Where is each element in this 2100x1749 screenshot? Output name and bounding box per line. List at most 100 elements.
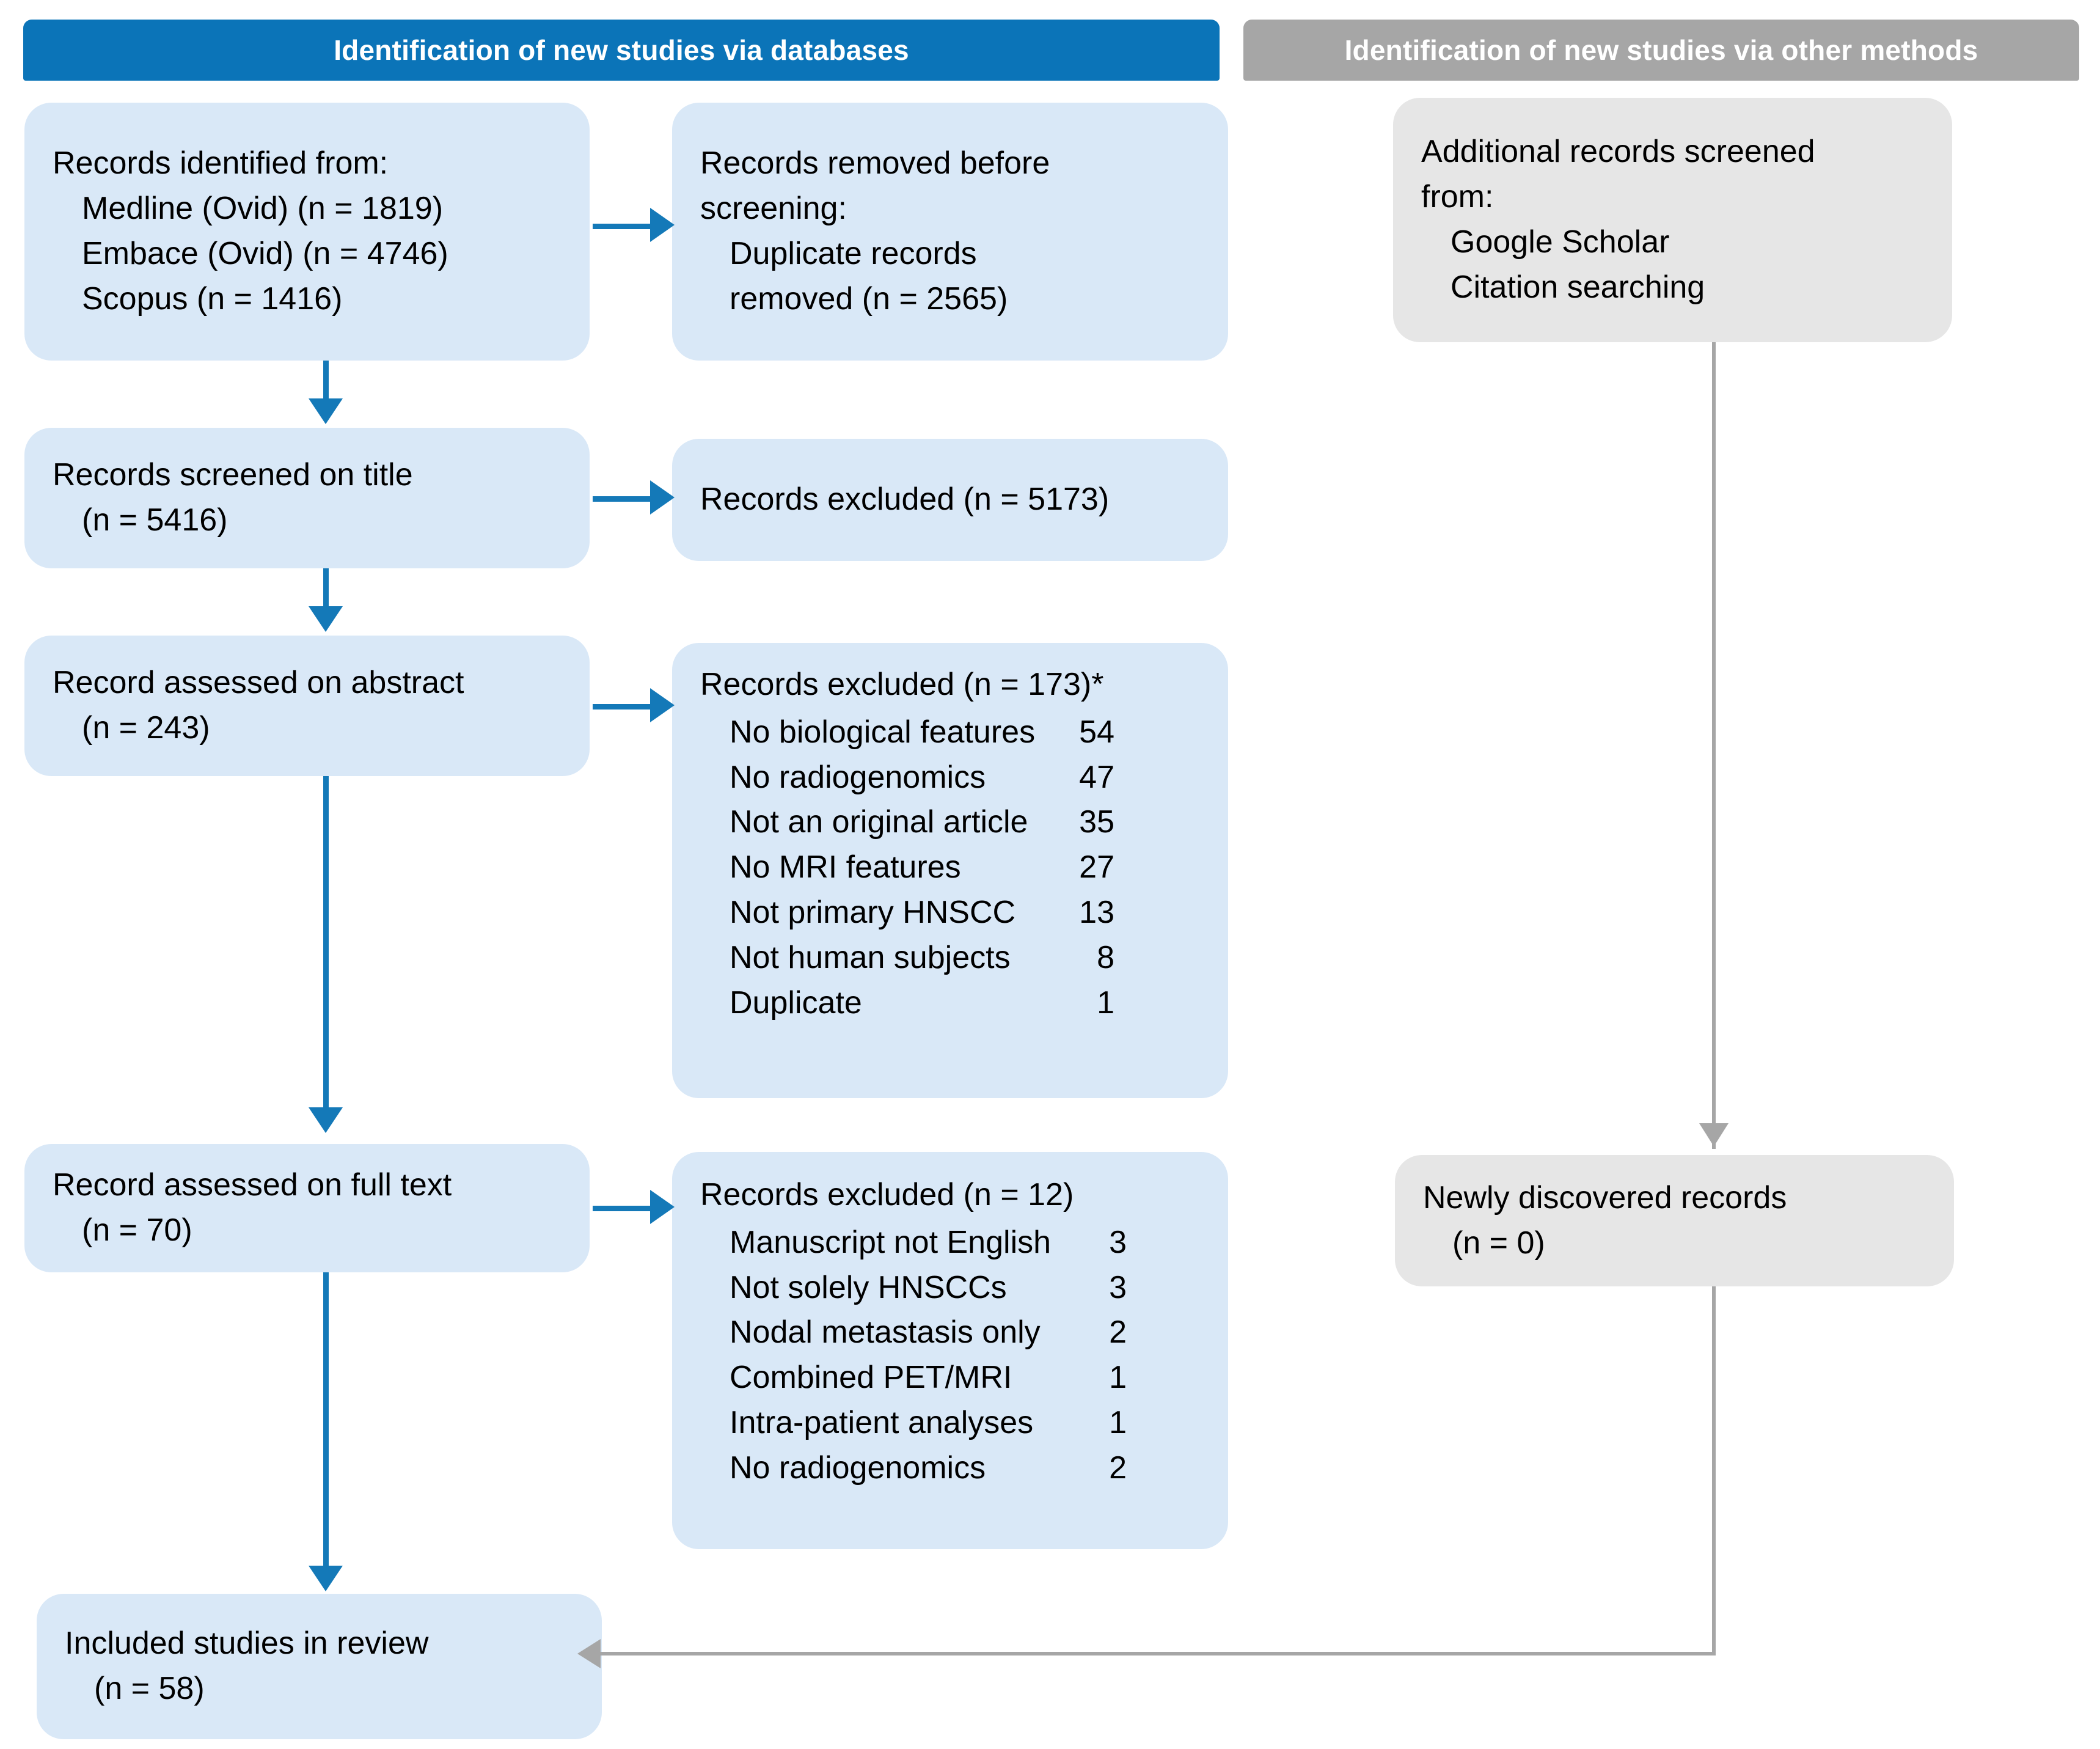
source-medline: Medline (Ovid) (n = 1819): [82, 191, 444, 227]
box-newly-discovered-records: Newly discovered records (n = 0): [1395, 1155, 1954, 1286]
reason-label: Not human subjects: [730, 939, 1011, 975]
arrow-abstract-to-excluded-line: [593, 704, 654, 710]
header-other-methods: Identification of new studies via other …: [1243, 20, 2079, 81]
reason-count: 27: [1079, 849, 1114, 886]
reason-row: Duplicate 1: [700, 981, 1200, 1026]
reason-count: 3: [1109, 1224, 1127, 1260]
reason-count: 2: [1109, 1450, 1127, 1486]
arrow-screened-to-excluded-head: [650, 480, 675, 515]
reason-label: No biological features: [730, 714, 1036, 750]
reason-label: Not solely HNSCCs: [730, 1269, 1007, 1305]
arrow-fulltext-to-excluded-head: [650, 1190, 675, 1224]
removed-line-4: removed (n = 2565): [730, 280, 1008, 317]
removed-line-2: screening:: [700, 191, 847, 227]
reason-count: 54: [1079, 714, 1114, 750]
newly-discovered-line-1: Newly discovered records: [1423, 1179, 1787, 1216]
arrow-screened-to-abstract-line: [323, 568, 329, 623]
reason-label: No radiogenomics: [730, 759, 986, 795]
box-additional-records: Additional records screened from: Google…: [1393, 98, 1952, 342]
reason-label: Manuscript not English: [730, 1224, 1052, 1260]
additional-source-citation-searching: Citation searching: [1451, 269, 1705, 305]
reason-label: No radiogenomics: [730, 1450, 986, 1486]
records-identified-title: Records identified from:: [53, 145, 389, 182]
arrow-additional-to-newly-line: [1712, 342, 1716, 1149]
reason-row: No radiogenomics 2: [700, 1446, 1200, 1491]
assessed-abstract-line-2: (n = 243): [82, 710, 210, 746]
excluded-abstract-heading: Records excluded (n = 173)*: [700, 667, 1104, 702]
reason-count: 1: [1109, 1360, 1127, 1396]
arrow-abstract-to-fulltext-line: [323, 776, 329, 1124]
reason-label: Nodal metastasis only: [730, 1314, 1041, 1351]
assessed-fulltext-line-2: (n = 70): [82, 1212, 192, 1248]
reason-row: Not human subjects 8: [700, 936, 1200, 981]
arrow-identified-to-screened-line: [323, 361, 329, 416]
arrow-newly-to-included-horizontal: [599, 1652, 1716, 1656]
reason-row: Manuscript not English 3: [700, 1220, 1200, 1266]
source-embace: Embace (Ovid) (n = 4746): [82, 236, 448, 271]
arrow-additional-to-newly-head: [1699, 1123, 1729, 1146]
reason-row: Nodal metastasis only 2: [700, 1310, 1200, 1355]
screened-title-line-1: Records screened on title: [53, 457, 413, 493]
reason-label: No MRI features: [730, 849, 961, 886]
excluded-title-line-1: Records excluded (n = 5173): [700, 482, 1110, 518]
removed-line-3: Duplicate records: [730, 236, 977, 271]
reason-label: Not an original article: [730, 804, 1028, 840]
arrow-fulltext-to-included-head: [309, 1566, 343, 1591]
reason-row: No radiogenomics 47: [700, 755, 1200, 801]
arrow-identified-to-screened-head: [309, 398, 343, 424]
reason-count: 8: [1097, 939, 1114, 975]
reason-row: Intra-patient analyses 1: [700, 1401, 1200, 1446]
additional-line-1: Additional records screened: [1421, 134, 1815, 170]
arrow-identified-to-removed-line: [593, 224, 654, 229]
reason-row: Combined PET/MRI 1: [700, 1355, 1200, 1401]
excluded-fulltext-heading: Records excluded (n = 12): [700, 1177, 1074, 1212]
reason-label: Combined PET/MRI: [730, 1360, 1012, 1396]
reason-row: No MRI features 27: [700, 845, 1200, 890]
arrow-abstract-to-excluded-head: [650, 688, 675, 722]
reason-label: Duplicate: [730, 985, 862, 1021]
additional-line-2: from:: [1421, 179, 1494, 215]
reason-count: 47: [1079, 759, 1114, 795]
removed-line-1: Records removed before: [700, 145, 1050, 182]
included-line-2: (n = 58): [94, 1671, 205, 1706]
arrow-newly-to-included-vertical: [1712, 1286, 1716, 1656]
included-line-1: Included studies in review: [65, 1626, 429, 1662]
reason-count: 13: [1079, 895, 1114, 931]
box-records-excluded-abstract: Records excluded (n = 173)* No biologica…: [672, 643, 1228, 1098]
box-records-removed-before-screening: Records removed before screening: Duplic…: [672, 103, 1228, 361]
box-records-screened-title: Records screened on title (n = 5416): [24, 428, 590, 568]
reason-row: No biological features 54: [700, 710, 1200, 755]
box-record-assessed-fulltext: Record assessed on full text (n = 70): [24, 1144, 590, 1272]
reason-label: Not primary HNSCC: [730, 895, 1016, 931]
reason-row: Not solely HNSCCs 3: [700, 1266, 1200, 1311]
additional-source-google-scholar: Google Scholar: [1451, 224, 1670, 260]
reason-count: 3: [1109, 1269, 1127, 1305]
reason-row: Not an original article 35: [700, 800, 1200, 845]
arrow-fulltext-to-excluded-line: [593, 1206, 654, 1211]
assessed-fulltext-line-1: Record assessed on full text: [53, 1167, 452, 1203]
reason-count: 1: [1109, 1405, 1127, 1441]
box-records-identified: Records identified from: Medline (Ovid) …: [24, 103, 590, 361]
source-scopus: Scopus (n = 1416): [82, 280, 343, 317]
arrow-screened-to-excluded-line: [593, 496, 654, 502]
arrow-newly-to-included-head: [577, 1639, 601, 1668]
newly-discovered-line-2: (n = 0): [1452, 1225, 1545, 1261]
arrow-fulltext-to-included-line: [323, 1272, 329, 1578]
arrow-identified-to-removed-head: [650, 208, 675, 242]
reason-count: 2: [1109, 1314, 1127, 1351]
box-record-assessed-abstract: Record assessed on abstract (n = 243): [24, 636, 590, 776]
arrow-screened-to-abstract-head: [309, 606, 343, 632]
box-records-excluded-fulltext: Records excluded (n = 12) Manuscript not…: [672, 1152, 1228, 1549]
header-databases: Identification of new studies via databa…: [23, 20, 1220, 81]
assessed-abstract-line-1: Record assessed on abstract: [53, 665, 464, 701]
reason-row: Not primary HNSCC 13: [700, 890, 1200, 936]
reason-label: Intra-patient analyses: [730, 1405, 1034, 1441]
reason-count: 1: [1097, 985, 1114, 1021]
box-included-studies: Included studies in review (n = 58): [37, 1594, 602, 1739]
arrow-abstract-to-fulltext-head: [309, 1107, 343, 1133]
excluded-abstract-reason-list: No biological features 54 No radiogenomi…: [700, 710, 1200, 1026]
reason-count: 35: [1079, 804, 1114, 840]
screened-title-line-2: (n = 5416): [82, 502, 228, 538]
box-records-excluded-title: Records excluded (n = 5173): [672, 439, 1228, 561]
